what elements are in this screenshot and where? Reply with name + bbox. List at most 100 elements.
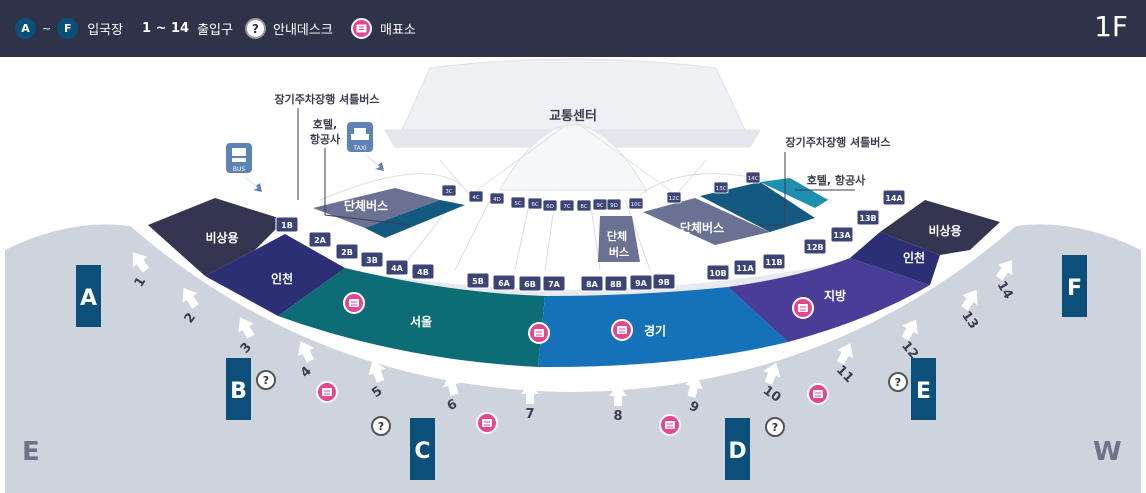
ticket-office-icon[interactable] <box>476 412 498 434</box>
ticket-office-icon[interactable] <box>611 319 633 341</box>
info-desk-icon[interactable]: ? <box>888 372 908 392</box>
incheon-left-label: 인천 <box>271 271 293 286</box>
inner-stop-10c: 10C <box>628 197 644 210</box>
legend-gate-label: 입국장 <box>87 23 124 38</box>
gate-label: A <box>80 286 97 311</box>
legend-ticket: 매표소 <box>351 0 416 57</box>
legend-info: ? 안내데스크 <box>245 0 333 57</box>
info-desk-icon[interactable]: ? <box>256 370 276 390</box>
bus-stop-label: 4A <box>391 264 404 273</box>
bus-stop-label: 13A <box>833 231 851 240</box>
gyeonggi-zone <box>538 287 788 368</box>
shuttle-left-lane <box>365 200 465 238</box>
inner-stop-9c: 9C <box>592 198 608 211</box>
gate-a-badge: A <box>15 18 36 39</box>
inner-stop-label: 8C <box>580 204 587 210</box>
bus-stop-label: 8B <box>610 280 622 289</box>
bus-stop-label: 5B <box>472 277 484 286</box>
legend-exits: 1 ~ 14 출입구 <box>142 0 233 57</box>
inner-stop-label: 6C <box>531 202 538 208</box>
gate-d: D <box>725 418 750 480</box>
bus-stop-label: 11B <box>765 258 782 267</box>
info-symbol: ? <box>772 421 778 434</box>
inner-stop-8c: 8C <box>576 199 592 212</box>
bus-stop-label: 7A <box>548 280 561 289</box>
legend-exit-range: 1 ~ 14 <box>142 21 190 36</box>
info-symbol: ? <box>263 374 269 387</box>
bus-stop-label: 14A <box>885 194 903 203</box>
inner-stop-14c: 14C <box>745 171 761 184</box>
bus-stop-8a: 8A <box>580 275 604 292</box>
exit-arrow-icon <box>995 260 1013 281</box>
emergency-left-label: 비상용 <box>205 230 238 245</box>
ticket-office-icon[interactable] <box>807 383 829 405</box>
group-bus-right-label: 단체버스 <box>680 220 724 235</box>
exit-7[interactable]: 7 <box>521 382 539 422</box>
bus-stop-7a: 7A <box>542 275 566 292</box>
gate-f-badge: F <box>57 18 79 39</box>
inner-stop-9d: 9D <box>606 198 622 211</box>
gate-f: F <box>1062 255 1087 317</box>
inner-stop-label: 10C <box>631 202 642 208</box>
exit-arrow-icon <box>182 287 199 309</box>
hotel-left-leader <box>324 148 411 226</box>
seoul-label: 서울 <box>410 314 432 329</box>
bus-stop-label: 12B <box>806 243 823 252</box>
bus-stop-label: 9B <box>658 278 670 287</box>
ticket-office-icon[interactable] <box>316 381 338 403</box>
gate-label: F <box>1067 276 1082 301</box>
bus-stop-9b: 9B <box>652 273 676 290</box>
group-bus-mid-label-2: 버스 <box>609 245 629 259</box>
bus-stop-13a: 13A <box>830 226 854 243</box>
transport-center-label: 교통센터 <box>549 108 597 124</box>
inner-stop-3c: 3C <box>441 184 457 197</box>
bus-stop-6a: 6A <box>492 274 516 291</box>
compass-east: E <box>22 437 40 467</box>
group-bus-left-label: 단체버스 <box>344 198 388 213</box>
inner-stop-label: 4D <box>493 197 501 203</box>
exit-number: 7 <box>525 407 534 422</box>
shuttle-right-leader <box>760 152 786 226</box>
exit-8[interactable]: 8 <box>609 384 627 424</box>
bus-stop-11b: 11B <box>762 253 786 270</box>
bus-stop-label: 4B <box>417 268 429 277</box>
inner-stop-label: 14C <box>748 176 759 182</box>
ticket-office-icon[interactable] <box>528 322 550 344</box>
exit-arrow-icon <box>901 319 918 341</box>
bus-stop-label: 11A <box>736 264 754 273</box>
bus-stop-5b: 5B <box>466 272 490 289</box>
bus-stop-14a: 14A <box>882 189 906 206</box>
exit-arrow-icon <box>132 252 150 273</box>
gate-e: E <box>911 358 936 420</box>
legend-gates: A ~ F 입국장 <box>15 0 123 57</box>
bus-stop-1b: 1B <box>275 216 299 233</box>
bus-stop-4a: 4A <box>385 259 409 276</box>
taxi-icon: TAXI <box>347 122 373 152</box>
shuttle-left-callout: 장기주차장행 셔틀버스 <box>274 92 379 106</box>
info-desk-icon[interactable]: ? <box>371 416 391 436</box>
exit-arrow-icon <box>238 317 255 339</box>
legend-exit-label: 출입구 <box>197 23 233 38</box>
ticket-office-icon[interactable] <box>659 414 681 436</box>
shuttle-right-callout: 장기주차장행 셔틀버스 <box>785 135 890 149</box>
bus-icon: BUS <box>226 143 252 173</box>
jibang-label: 지방 <box>824 288 846 303</box>
exit-arrow-icon <box>836 343 854 365</box>
inner-stop-12c: 12C <box>666 191 682 204</box>
ticket-office-icon[interactable] <box>792 297 814 319</box>
gate-label: E <box>916 379 931 404</box>
info-desks: ???? <box>256 370 908 437</box>
bus-stop-9a: 9A <box>629 274 653 291</box>
inner-stop-13c: 13C <box>713 181 729 194</box>
ticket-office-icon <box>351 18 372 39</box>
ticket-office-icon[interactable] <box>343 292 365 314</box>
incheon-left-zone <box>205 234 345 316</box>
bus-stop-11a: 11A <box>733 259 757 276</box>
info-desk-icon[interactable]: ? <box>765 417 785 437</box>
bus-stop-label: 8A <box>586 280 599 289</box>
ticket-offices <box>316 292 829 436</box>
emergency-right-label: 비상용 <box>928 223 961 238</box>
